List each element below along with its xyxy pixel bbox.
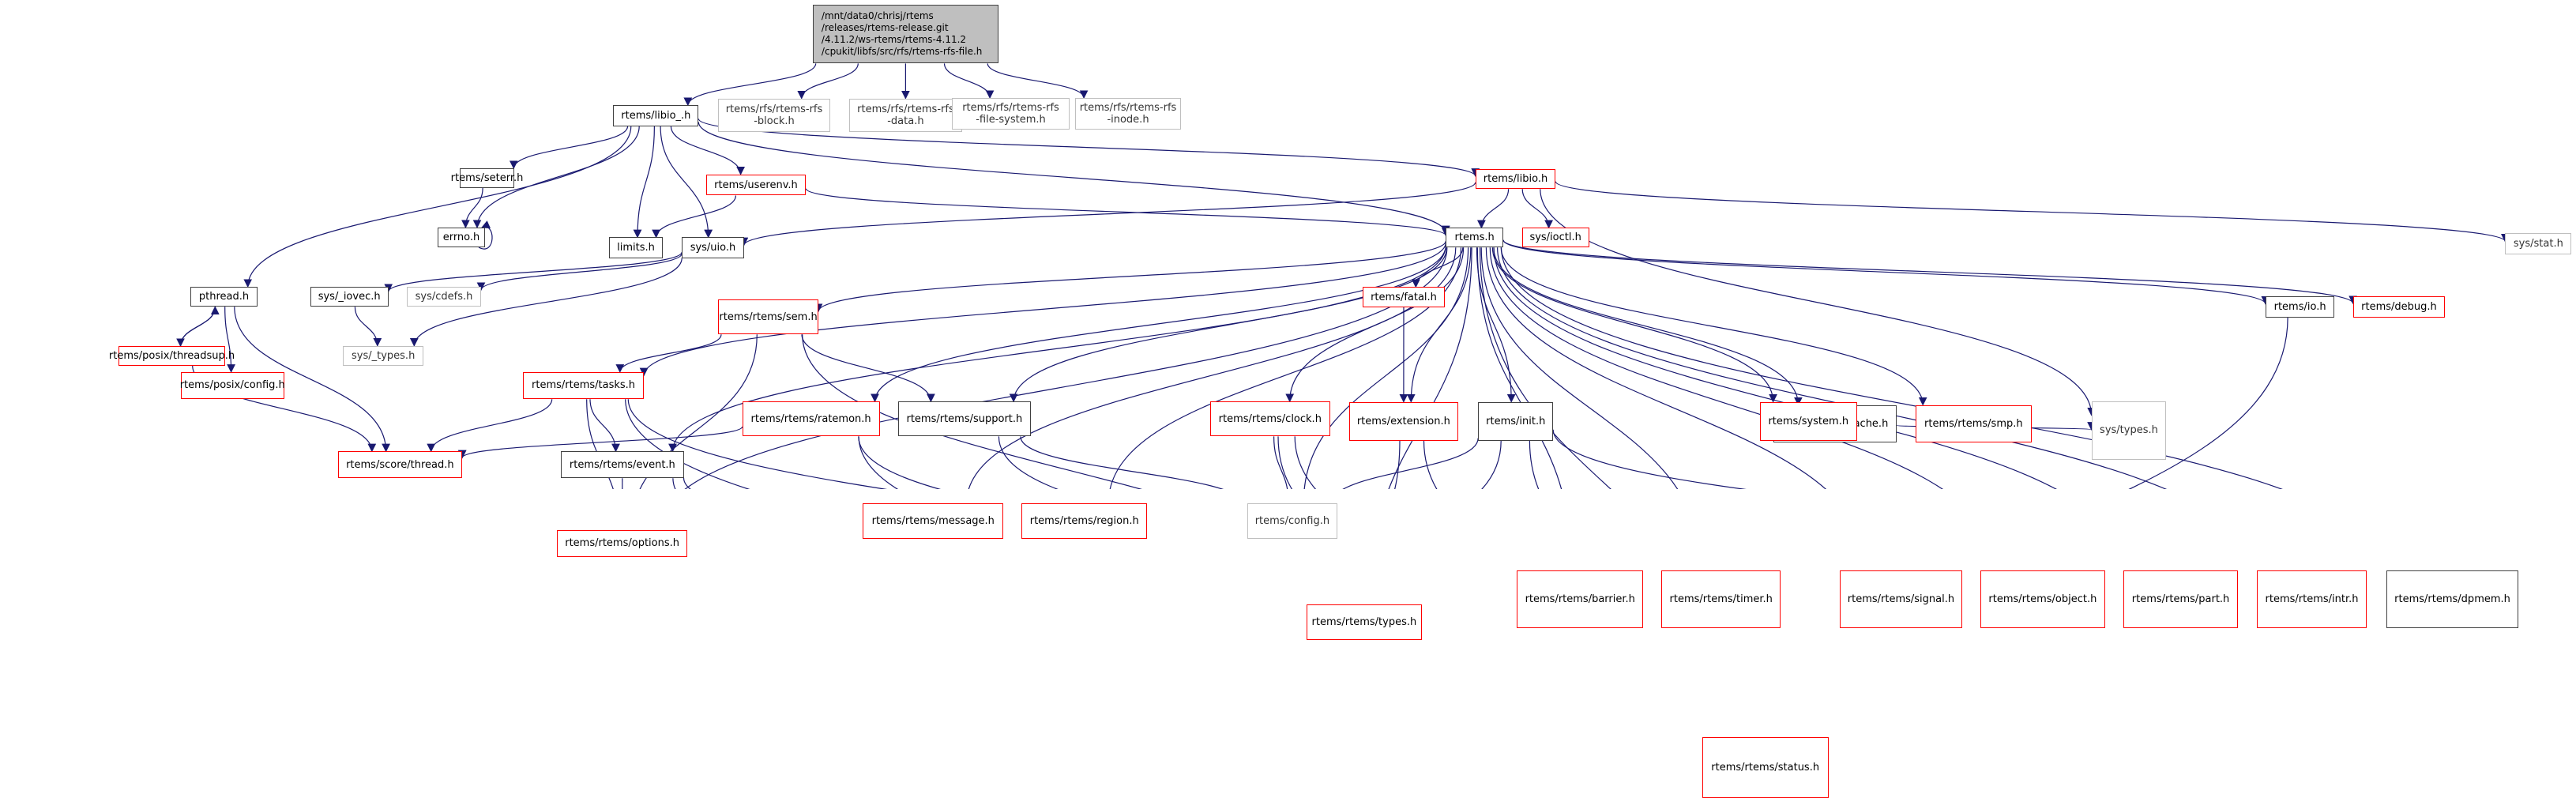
- edge-rtems-to-part: [1494, 247, 2125, 489]
- node-ioctl[interactable]: sys/ioctl.h: [1522, 228, 1589, 247]
- edge-sem-to-support: [802, 334, 931, 401]
- edge-libio-to-systypes: [1540, 189, 2092, 415]
- edge-rtems-to-types: [1369, 247, 1472, 489]
- node-libio[interactable]: rtems/libio.h: [1476, 169, 1556, 190]
- node-extension[interactable]: rtems/extension.h: [1349, 402, 1458, 441]
- edge-libio-to-stat: [1555, 182, 2505, 242]
- edge-libio-to-uio: [660, 126, 709, 238]
- edge-rtems-to-barrier: [1477, 247, 1571, 489]
- node-init[interactable]: rtems/init.h: [1478, 402, 1553, 441]
- edge-io-to-status: [1800, 318, 2288, 489]
- edge-support-to-types: [998, 436, 1329, 489]
- node-uio[interactable]: sys/uio.h: [682, 237, 744, 258]
- edge-rtems-to-config: [1303, 247, 1468, 489]
- edge-rtems-to-debug: [1503, 240, 2353, 303]
- edge-event-to-types: [684, 478, 1307, 489]
- edge-rtems-to-io: [1503, 240, 2266, 304]
- edge-init-to-config: [1331, 438, 1478, 489]
- edge-libio-to-userenv: [671, 126, 740, 175]
- edge-ratemon-to-types: [859, 436, 1317, 489]
- node-part[interactable]: rtems/rtems/part.h: [2123, 570, 2238, 628]
- node-status[interactable]: rtems/rtems/status.h: [1702, 737, 1829, 798]
- node-event[interactable]: rtems/rtems/event.h: [561, 451, 683, 478]
- node-rfsfs[interactable]: rtems/rfs/rtems-rfs -file-system.h: [952, 98, 1070, 130]
- edge-extension-to-types: [1367, 441, 1400, 489]
- node-message[interactable]: rtems/rtems/message.h: [863, 503, 1003, 538]
- node-types[interactable]: rtems/rtems/types.h: [1307, 604, 1422, 639]
- node-seterr[interactable]: rtems/seterr.h: [460, 168, 514, 188]
- edge-rtems-to-region: [1108, 247, 1461, 489]
- node-limits[interactable]: limits.h: [609, 237, 663, 258]
- node-thread[interactable]: rtems/score/thread.h: [338, 451, 463, 478]
- node-debug[interactable]: rtems/debug.h: [2353, 296, 2446, 318]
- node-tasks[interactable]: rtems/rtems/tasks.h: [523, 372, 644, 399]
- node-region[interactable]: rtems/rtems/region.h: [1021, 503, 1147, 538]
- node-posixconfig[interactable]: rtems/posix/config.h: [181, 372, 284, 399]
- edge-support-to-config: [1021, 436, 1247, 489]
- edge-rtems-to-extension: [1411, 247, 1471, 401]
- edge-root-to-rfsblock: [802, 63, 859, 98]
- node-systypes[interactable]: sys/types.h: [2092, 401, 2167, 460]
- edge-rtems-to-timer: [1481, 247, 1702, 489]
- node-timer[interactable]: rtems/rtems/timer.h: [1661, 570, 1781, 628]
- node-intr[interactable]: rtems/rtems/intr.h: [2257, 570, 2367, 628]
- edge-threadsup-to-pthread: [181, 307, 216, 346]
- node-clock[interactable]: rtems/rtems/clock.h: [1210, 401, 1330, 436]
- edge-libio-to-rtems: [698, 122, 1446, 234]
- edge-libio-to-rtems: [1481, 189, 1508, 228]
- edge-seterr-to-errno: [465, 188, 483, 228]
- edge-rtems-to-signal: [1486, 247, 1867, 489]
- node-rfsblock[interactable]: rtems/rfs/rtems-rfs -block.h: [718, 99, 831, 133]
- edge-rtems-to-options: [660, 247, 1447, 489]
- node-errno[interactable]: errno.h: [438, 228, 485, 247]
- edge-rtems-to-ratemon: [875, 246, 1446, 401]
- edge-libio-to-uio: [744, 183, 1476, 246]
- node-smp[interactable]: rtems/rtems/smp.h: [1916, 405, 2032, 443]
- node-system[interactable]: rtems/system.h: [1760, 402, 1857, 441]
- node-object[interactable]: rtems/rtems/object.h: [1980, 570, 2105, 628]
- node-rfsdata[interactable]: rtems/rfs/rtems-rfs -data.h: [849, 99, 962, 133]
- node-options[interactable]: rtems/rtems/options.h: [557, 530, 688, 557]
- edge-pthread-to-posixconfig: [225, 307, 231, 372]
- edge-userenv-to-limits: [656, 196, 736, 238]
- node-libio-[interactable]: rtems/libio_.h: [613, 105, 698, 126]
- node-support[interactable]: rtems/rtems/support.h: [898, 401, 1031, 436]
- edge-libio-to-ioctl: [1522, 189, 1548, 228]
- node-sem[interactable]: rtems/rtems/sem.h: [718, 299, 818, 334]
- edge-rtems-to-cache: [1494, 247, 1798, 405]
- node-userenv[interactable]: rtems/userenv.h: [706, 175, 807, 196]
- node-signal[interactable]: rtems/rtems/signal.h: [1840, 570, 1962, 628]
- node-iovec[interactable]: sys/_iovec.h: [310, 287, 389, 307]
- edge-sem-to-tasks: [620, 334, 721, 372]
- node-config[interactable]: rtems/config.h: [1247, 503, 1338, 538]
- edge-libio-to-pthread: [248, 126, 631, 287]
- node-dpmem[interactable]: rtems/rtems/dpmem.h: [2386, 570, 2518, 628]
- node-pthread[interactable]: pthread.h: [190, 287, 258, 307]
- node-root[interactable]: /mnt/data0/chrisj/rtems /releases/rtems-…: [813, 5, 998, 63]
- edge-libio-to-limits: [637, 126, 654, 238]
- edge-extension-to-status: [1424, 441, 1734, 489]
- edge-libio-to-seterr: [513, 126, 627, 168]
- edge-tasks-to-thread: [431, 399, 552, 451]
- node-io[interactable]: rtems/io.h: [2266, 296, 2335, 318]
- edge-rtems-to-dpmem: [1502, 247, 2386, 489]
- node-ratemon[interactable]: rtems/rtems/ratemon.h: [743, 401, 880, 436]
- edge-rtems-to-object: [1490, 247, 1998, 489]
- node-cdefs[interactable]: sys/cdefs.h: [407, 287, 481, 307]
- edge-iovec-to-types: [355, 307, 377, 345]
- edge-root-to-rfsfs: [945, 63, 991, 98]
- node-barrier[interactable]: rtems/rtems/barrier.h: [1517, 570, 1643, 628]
- node-threadsup[interactable]: rtems/posix/threadsup.h: [118, 346, 225, 366]
- edge-clock-to-types: [1278, 436, 1356, 489]
- node-fatal[interactable]: rtems/fatal.h: [1363, 287, 1445, 307]
- node-types[interactable]: sys/_types.h: [343, 346, 423, 367]
- node-rfsinode[interactable]: rtems/rfs/rtems-rfs -inode.h: [1075, 98, 1181, 130]
- edge-root-to-rfsinode: [987, 63, 1084, 98]
- node-rtems[interactable]: rtems.h: [1446, 228, 1503, 247]
- edge-clock-to-status: [1295, 436, 1722, 489]
- edge-uio-to-cdefs: [481, 254, 682, 290]
- edge-init-to-status: [1529, 441, 1743, 489]
- edge-userenv-to-rtems: [806, 189, 1446, 235]
- node-stat[interactable]: sys/stat.h: [2505, 233, 2571, 255]
